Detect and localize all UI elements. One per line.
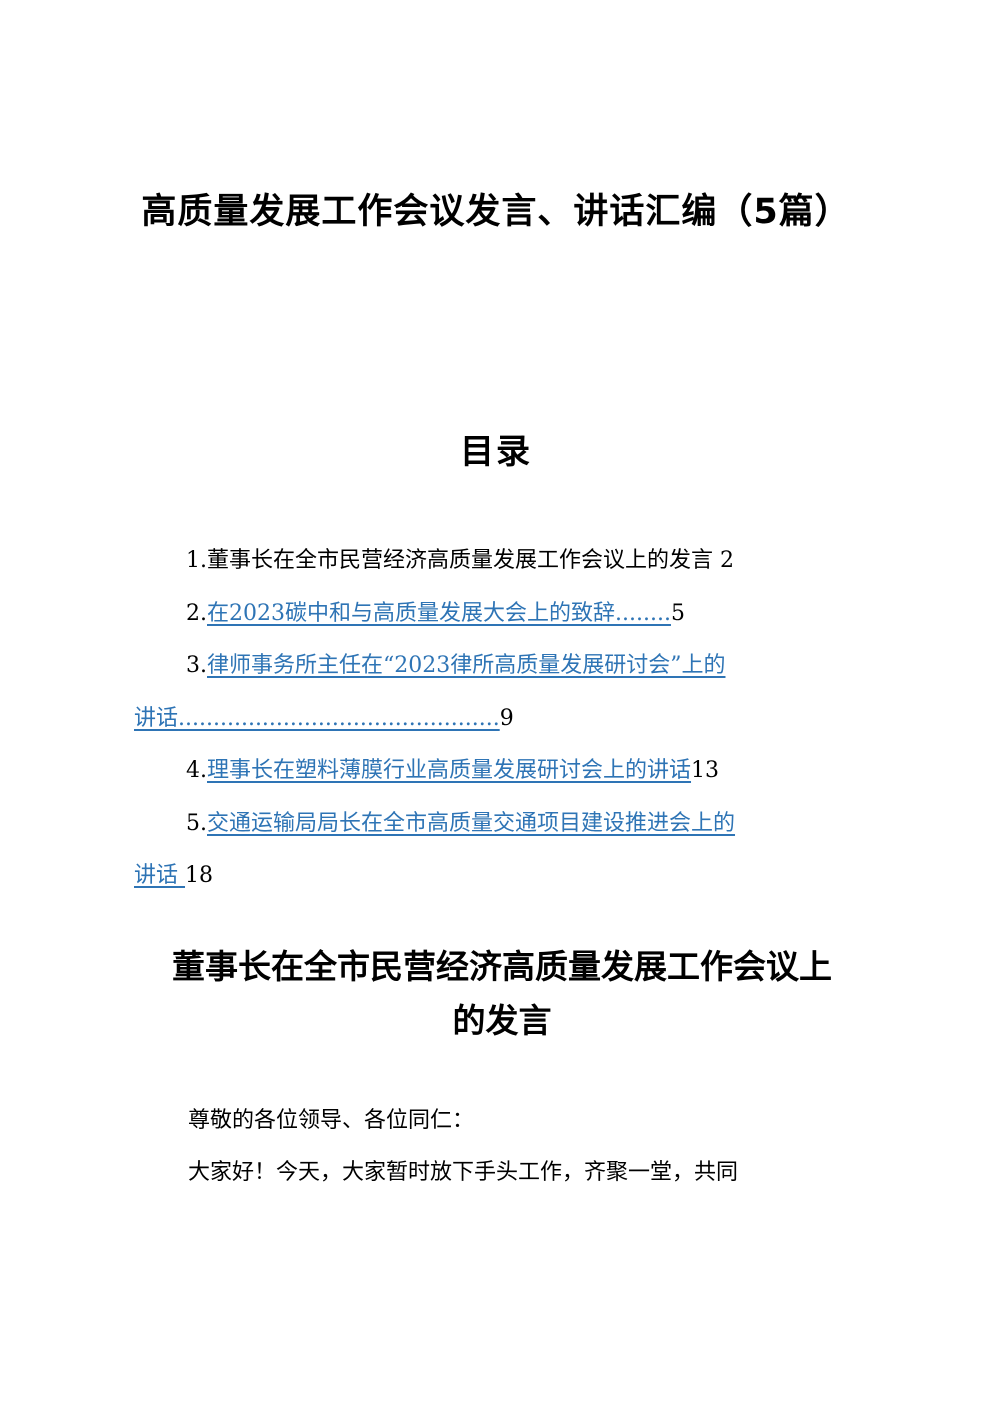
toc-entry-2[interactable]: 2.在2023碳中和与高质量发展大会上的致辞........5 — [134, 588, 870, 641]
toc-entry-page: 13 — [691, 758, 720, 783]
document-title: 高质量发展工作会议发言、讲话汇编（5篇） — [141, 192, 851, 232]
toc-heading: 目录 — [460, 432, 532, 472]
toc-entry-link-continuation[interactable]: 讲话 — [134, 705, 179, 731]
toc-entry-1[interactable]: 1.董事长在全市民营经济高质量发展工作会议上的发言 2 — [134, 535, 870, 588]
salutation: 尊敬的各位领导、各位同仁： — [188, 1108, 475, 1133]
toc-entry-number: 5. — [186, 810, 207, 836]
toc-entry-3-continuation[interactable]: 讲话......................................… — [134, 693, 870, 746]
toc-entry-text[interactable]: 董事长在全市民营经济高质量发展工作会议上的发言 — [207, 548, 714, 573]
body-text: 尊敬的各位领导、各位同仁： 大家好！今天，大家暂时放下手头工作，齐聚一堂，共同 — [134, 1095, 870, 1199]
toc-entry-3[interactable]: 3.律师事务所主任在“2023律所高质量发展研讨会”上的 — [134, 640, 870, 693]
toc-entry-number: 4. — [186, 758, 207, 783]
toc-entry-5-continuation[interactable]: 讲话 18 — [134, 850, 870, 903]
toc-entry-page: 18 — [185, 863, 214, 888]
toc-entry-4[interactable]: 4.理事长在塑料薄膜行业高质量发展研讨会上的讲话13 — [134, 745, 870, 798]
toc-entry-number: 1. — [186, 548, 207, 573]
toc-entry-number: 3. — [186, 653, 207, 678]
section-title: 董事长在全市民营经济高质量发展工作会议上 的发言 — [134, 940, 870, 1048]
toc-entry-link-continuation[interactable]: 讲话 — [134, 863, 179, 888]
toc-entry-number: 2. — [186, 600, 207, 626]
toc-entry-5[interactable]: 5.交通运输局局长在全市高质量交通项目建设推进会上的 — [134, 798, 870, 851]
table-of-contents: 1.董事长在全市民营经济高质量发展工作会议上的发言 2 2.在2023碳中和与高… — [134, 535, 870, 903]
toc-entry-page: 5 — [670, 600, 685, 626]
toc-entry-link[interactable]: 交通运输局局长在全市高质量交通项目建设推进会上的 — [207, 810, 736, 836]
toc-entry-page: 2 — [720, 548, 735, 573]
toc-entry-link[interactable]: 律师事务所主任在“2023律所高质量发展研讨会”上的 — [207, 653, 726, 678]
paragraph: 大家好！今天，大家暂时放下手头工作，齐聚一堂，共同 — [188, 1160, 739, 1185]
toc-entry-link[interactable]: 在2023碳中和与高质量发展大会上的致辞 — [207, 600, 615, 626]
toc-entry-leader: ........ — [615, 600, 671, 626]
toc-entry-page: 9 — [499, 705, 514, 731]
section-title-line-1: 董事长在全市民营经济高质量发展工作会议上 — [172, 947, 832, 986]
section-title-line-2: 的发言 — [452, 1001, 552, 1040]
toc-entry-link[interactable]: 理事长在塑料薄膜行业高质量发展研讨会上的讲话 — [207, 758, 692, 783]
toc-entry-leader: ........................................… — [178, 705, 500, 731]
